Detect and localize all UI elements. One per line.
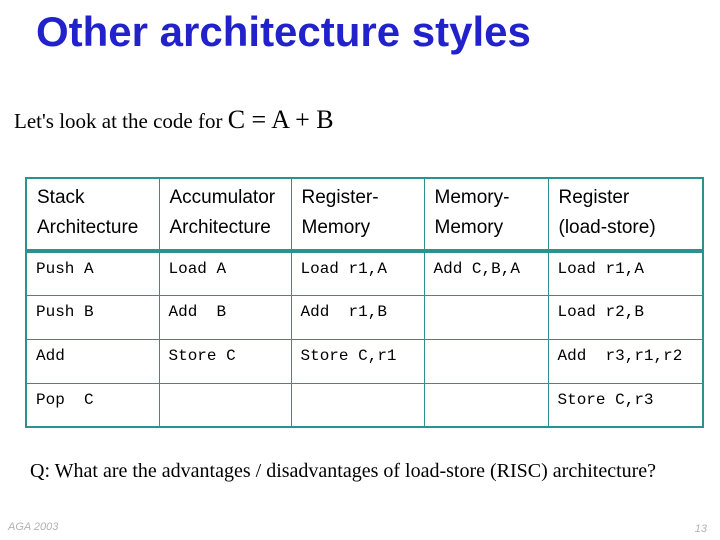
table-row: Push B Add B Add r1,B Load r2,B [25,294,704,340]
subtitle-text: Let's look at the code for [14,109,228,133]
table-row: Add Store C Store C,r1 Add r3,r1,r2 [25,338,704,384]
table-cell [423,382,549,428]
page-title: Other architecture styles [36,8,531,55]
table-cell: Store C,r3 [547,382,704,428]
column-header-register-load-store: Register(load-store) [547,177,704,253]
table-cell: Pop C [25,382,160,428]
column-header-memory-memory: Memory-Memory [423,177,549,253]
table-cell: Load r2,B [547,294,704,340]
table-cell [158,382,292,428]
table-cell: Load A [158,250,292,296]
table-cell: Push A [25,250,160,296]
table-row: Pop C Store C,r3 [25,382,704,428]
table-cell [290,382,425,428]
question-text: Q: What are the advantages / disadvantag… [30,460,657,482]
column-header-register-memory: Register-Memory [290,177,425,253]
table-cell: Store C,r1 [290,338,425,384]
table-cell [423,338,549,384]
table-cell: Load r1,A [290,250,425,296]
code-equation: C = A + B [227,105,334,134]
table-row: Push A Load A Load r1,A Add C,B,A Load r… [25,250,704,296]
table-cell: Add r3,r1,r2 [547,338,704,384]
table-cell: Store C [158,338,292,384]
footer-course-label: AGA 2003 [8,521,59,533]
page-number: 13 [694,523,707,535]
table-cell: Push B [25,294,160,340]
table-cell: Load r1,A [547,250,704,296]
table-cell: Add r1,B [290,294,425,340]
subtitle: Let's look at the code for C = A + B [14,105,334,135]
table-cell [423,294,549,340]
table-cell: Add [25,338,160,384]
table-cell: Add B [158,294,292,340]
table-cell: Add C,B,A [423,250,549,296]
